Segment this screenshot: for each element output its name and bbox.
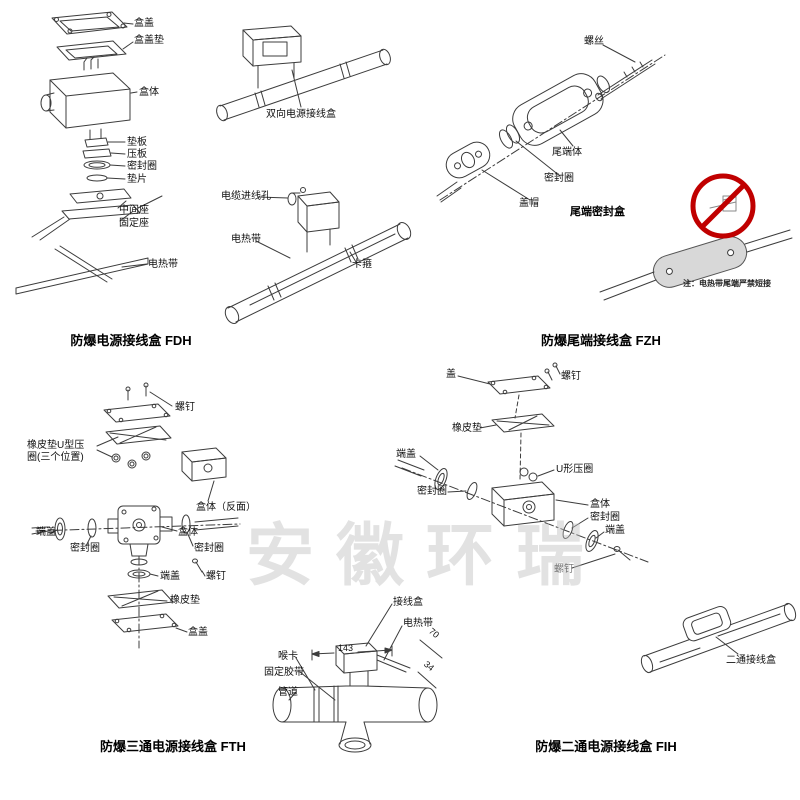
bidirectional-title-label: 双向电源接线盒 [266, 109, 336, 120]
tee-heating-cable-label: 电热带 [403, 618, 433, 629]
prohibition-sign-icon [690, 173, 756, 239]
fdh-heating-cable-label: 电热带 [148, 259, 178, 270]
fih-seal-ring-left-label: 密封圈 [417, 486, 447, 497]
fdh-exploded-drawing [15, 11, 163, 295]
fdh-seal-ring-label: 密封圈 [127, 161, 157, 172]
fdh-press-plate-label: 压板 [127, 149, 147, 160]
tee-throat-clamp-label: 喉卡 [278, 651, 298, 662]
fth-rubber-u-ring-label: 橡皮垫U型压圈(三个位置) [27, 440, 85, 463]
fih-u-ring-label: U形压圈 [556, 464, 594, 475]
tee-fixing-tape-label: 固定胶带 [264, 667, 304, 678]
tee-junction-box-label: 接线盒 [393, 597, 423, 608]
fth-caption: 防爆三通电源接线盒 FTH [100, 739, 246, 754]
fth-screw-top-label: 螺钉 [175, 402, 195, 413]
clamp-label: 卡箍 [352, 259, 372, 270]
fdh-middle-seat-label: 中间座 [119, 205, 149, 216]
fth-box-cover-label: 盒盖 [188, 627, 208, 638]
fth-body-label: 盒体 [178, 527, 198, 538]
fth-body-reverse-label: 盒体（反面） [196, 502, 256, 513]
tee-pipe-drawing [272, 603, 443, 753]
fth-exploded-drawing [31, 382, 241, 649]
fih-end-cover-right-label: 端盖 [605, 525, 625, 536]
fih-screw-right-label: 螺钉 [554, 564, 574, 575]
fih-exploded-drawing [394, 362, 649, 569]
fdh-body-label: 盒体 [139, 87, 159, 98]
fih-screw-top-label: 螺钉 [561, 371, 581, 382]
fih-end-cover-left-label: 端盖 [396, 449, 416, 460]
fzh-seal-ring-label: 密封圈 [544, 173, 574, 184]
fth-seal-ring-right-label: 密封圈 [194, 543, 224, 554]
fih-two-way-box-label: 二通接线盒 [726, 655, 776, 666]
cable-entry-label: 电缆进线孔 [221, 191, 271, 202]
fih-caption: 防爆二通电源接线盒 FIH [535, 739, 677, 754]
fdh-gasket-label: 垫片 [127, 174, 147, 185]
fdh-fixing-seat-label: 固定座 [119, 218, 149, 229]
fth-screw-right-label: 螺钉 [206, 571, 226, 582]
fih-body-label: 盒体 [590, 499, 610, 510]
bidir-heating-cable-label: 电热带 [231, 234, 261, 245]
fzh-caption: 防爆尾端接线盒 FZH [541, 333, 661, 348]
fth-end-cover-bottom-label: 端盖 [160, 571, 180, 582]
fih-seal-ring-right-label: 密封圈 [590, 512, 620, 523]
fzh-note: 注：电热带尾端严禁短接 [683, 279, 771, 288]
tee-dim-length: 143 [338, 643, 354, 653]
fdh-cover-label: 盒盖 [134, 18, 154, 29]
fzh-tail-seal-drawing [599, 229, 793, 301]
fth-seal-ring-left-label: 密封圈 [70, 543, 100, 554]
fzh-exploded-drawing [436, 44, 666, 203]
fdh-cover-gasket-label: 盒盖垫 [134, 35, 164, 46]
tee-pipe-label: 管道 [278, 687, 298, 698]
fzh-screw-label: 螺丝 [584, 36, 604, 47]
bidirectional-box-drawing [216, 25, 412, 325]
fzh-cap-label: 盖帽 [519, 198, 539, 209]
fdh-backing-plate-label: 垫板 [127, 137, 147, 148]
fzh-subtitle: 尾端密封盒 [570, 206, 625, 218]
fdh-caption: 防爆电源接线盒 FDH [70, 333, 192, 348]
fih-cover-label: 盖 [446, 369, 456, 380]
fth-end-cover-left-label: 端盖 [36, 527, 56, 538]
fzh-tail-body-label: 尾端体 [552, 147, 582, 158]
fih-pipe-drawing [640, 602, 797, 674]
fih-rubber-pad-label: 橡皮垫 [452, 423, 482, 434]
fth-rubber-pad-label: 橡皮垫 [170, 595, 200, 606]
